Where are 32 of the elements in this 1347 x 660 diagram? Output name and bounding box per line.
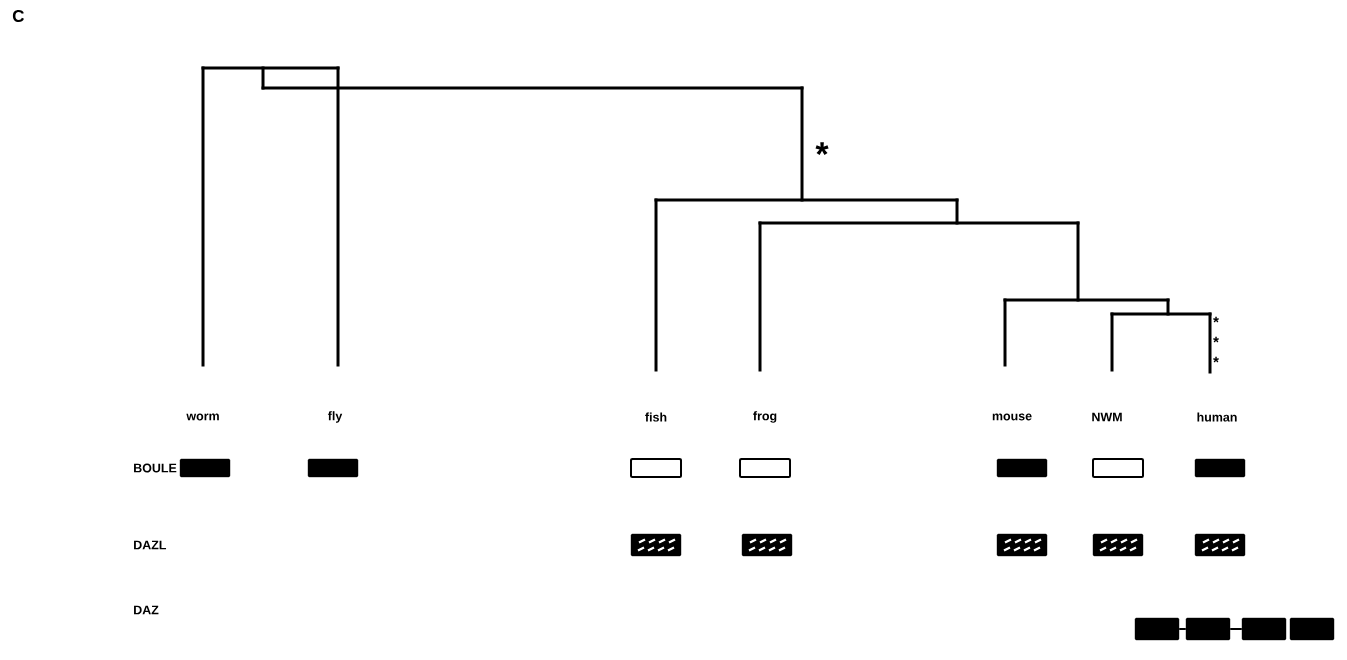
species-label: human <box>1197 412 1237 422</box>
asterisk: * <box>1213 336 1219 343</box>
row-label: DAZL <box>134 540 166 550</box>
filled-box <box>1134 617 1180 641</box>
filled-box <box>179 458 231 478</box>
species-label: worm <box>186 413 219 421</box>
hatched-box <box>741 533 793 557</box>
asterisk: * <box>1213 316 1219 323</box>
row-label: DAZ <box>134 605 159 615</box>
species-label: mouse <box>992 413 1032 421</box>
filled-box <box>1241 617 1287 641</box>
species-label: fish <box>645 412 667 422</box>
filled-box <box>1194 458 1246 478</box>
species-label: frog <box>753 411 777 423</box>
open-box <box>630 458 682 478</box>
connector-line <box>1229 628 1243 630</box>
connector-line <box>1178 628 1187 630</box>
hatched-box <box>630 533 682 557</box>
panel-letter: C <box>12 10 24 22</box>
hatched-box <box>1194 533 1246 557</box>
asterisk: * <box>1213 356 1219 363</box>
filled-box <box>996 458 1048 478</box>
filled-box <box>307 458 359 478</box>
filled-box <box>1289 617 1335 641</box>
open-box <box>739 458 791 478</box>
species-label: fly <box>327 411 343 423</box>
species-label: NWM <box>1092 412 1122 422</box>
asterisk: * <box>815 142 829 155</box>
open-box <box>1092 458 1144 478</box>
filled-box <box>1185 617 1231 641</box>
hatched-box <box>996 533 1048 557</box>
hatched-box <box>1092 533 1144 557</box>
